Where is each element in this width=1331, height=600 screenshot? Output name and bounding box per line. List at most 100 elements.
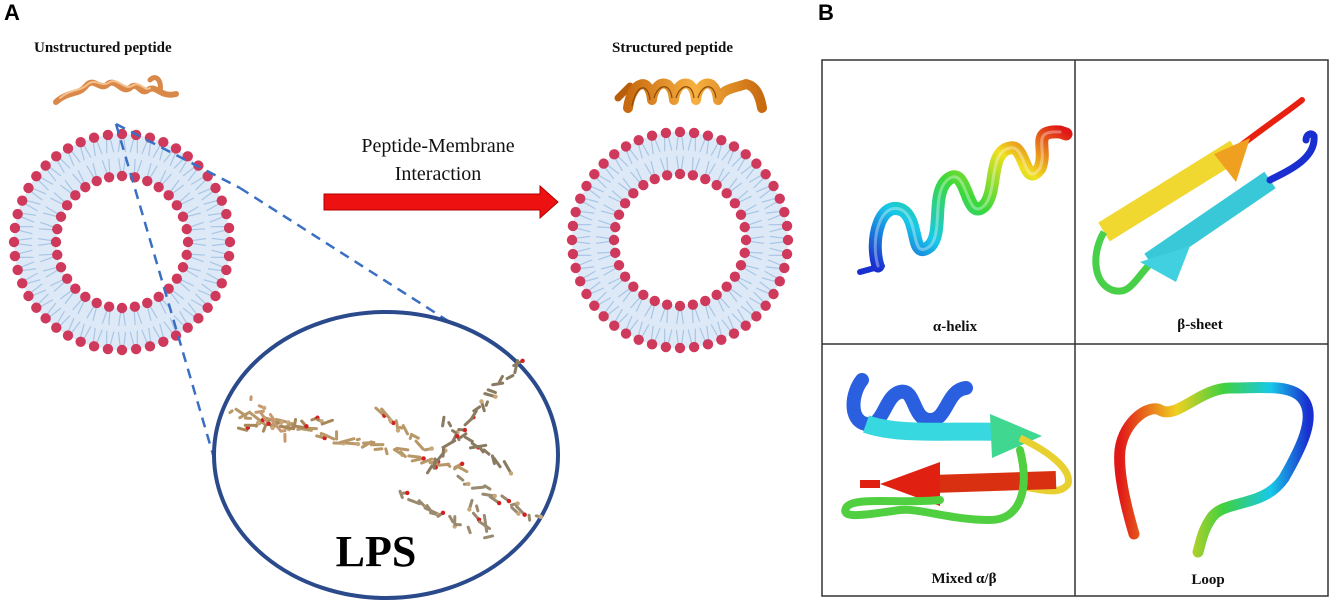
lps-atom (538, 514, 543, 520)
lps-bond (478, 520, 492, 531)
lipid-head (88, 341, 100, 352)
lipid-head (768, 288, 779, 300)
loop-label: Loop (1191, 572, 1224, 588)
lps-bond (271, 420, 282, 432)
lps-bond (432, 457, 437, 470)
lps-bond (278, 424, 296, 431)
lipid-head (181, 223, 192, 235)
lipid-head (782, 234, 794, 246)
lipid-head (620, 141, 632, 152)
lps-bond (456, 474, 465, 482)
lps-atom (266, 421, 271, 426)
lipid-head (779, 206, 790, 218)
lipid-head (171, 200, 183, 211)
lipid-head (75, 137, 86, 148)
beta-sheet-label: β-sheet (1177, 317, 1222, 333)
lps-bond (484, 400, 489, 407)
lipid-head (609, 320, 620, 331)
lipid-head (598, 158, 609, 169)
lps-bond (407, 498, 422, 506)
lipid-head (660, 341, 672, 353)
lps-bond (291, 424, 306, 430)
lps-bond (408, 435, 413, 440)
lipid-head (781, 248, 793, 260)
lipid-head (221, 264, 232, 276)
lps-bond (261, 423, 268, 433)
lipid-head (613, 209, 625, 220)
lipid-head (781, 220, 793, 232)
lps-bond (478, 446, 485, 454)
lps-bond (482, 513, 489, 533)
lps-atom (515, 501, 520, 506)
lps-bond (448, 514, 455, 524)
lipid-head (716, 334, 727, 345)
lipid-head (646, 339, 658, 350)
lps-atom (262, 405, 267, 411)
lipid-head (740, 149, 751, 160)
lipid-head (567, 220, 579, 232)
lipid-head (202, 302, 213, 313)
lipid-head (711, 179, 722, 191)
lps-atom (496, 500, 502, 506)
lipid-head (153, 291, 164, 303)
lipid-head (567, 248, 579, 260)
lipid-head (12, 208, 23, 220)
lipid-head (153, 181, 164, 193)
lipid-head (210, 182, 221, 194)
lps-bond (486, 388, 497, 394)
mixed-alpha-beta-structure: Mixed α/β (841, 373, 1072, 587)
lipid-head (129, 301, 141, 312)
lps-bond (447, 421, 453, 428)
lps-bond (259, 410, 270, 426)
lps-bond (527, 513, 532, 522)
lipid-head (589, 300, 600, 311)
lipid-head (224, 236, 236, 248)
lps-bond (491, 381, 505, 387)
lipid-head (735, 260, 747, 271)
lipid-head (649, 295, 660, 307)
lipid-head (687, 299, 699, 310)
lipid-head (739, 221, 750, 233)
lipid-head (661, 170, 673, 181)
lipid-head (687, 170, 699, 181)
lipid-head (91, 297, 102, 309)
lipid-head (91, 175, 102, 187)
lipid-head (23, 182, 34, 194)
loop-structure: Loop (1114, 381, 1314, 588)
structured-peptide-label: Structured peptide (612, 40, 733, 56)
lipid-head (12, 264, 23, 276)
lipid-head (760, 169, 771, 180)
lps-bond (407, 454, 422, 459)
lipid-head (80, 291, 91, 303)
lps-atom (270, 425, 275, 431)
lipid-head (589, 169, 600, 180)
lps-bond (395, 446, 410, 452)
lipid-head (570, 206, 581, 218)
lps-atom (405, 490, 410, 496)
lipid-head (570, 262, 581, 274)
lipid-head (17, 195, 28, 206)
lipid-head (61, 273, 73, 284)
interaction-arrow (323, 184, 559, 220)
zoom-lines (114, 122, 457, 459)
lps-atom (429, 446, 434, 451)
lipid-head (608, 234, 620, 246)
lipid-head (158, 137, 169, 148)
lps-atom (466, 481, 471, 487)
panel-b-letter: B (818, 0, 834, 25)
lps-atom (255, 420, 261, 425)
lps-zoom: LPS (212, 310, 560, 600)
lipid-head (716, 135, 727, 146)
lipid-head (774, 276, 785, 287)
lps-bond (398, 425, 404, 430)
lipid-head (688, 341, 700, 353)
lps-bond (285, 421, 294, 428)
lipid-head (729, 271, 741, 282)
lipid-head (31, 302, 42, 313)
vesicle-unstructured (8, 128, 236, 356)
lps-bond (468, 443, 488, 450)
lipid-head (193, 313, 204, 324)
lipid-head (221, 208, 232, 220)
lipid-head (40, 313, 51, 324)
